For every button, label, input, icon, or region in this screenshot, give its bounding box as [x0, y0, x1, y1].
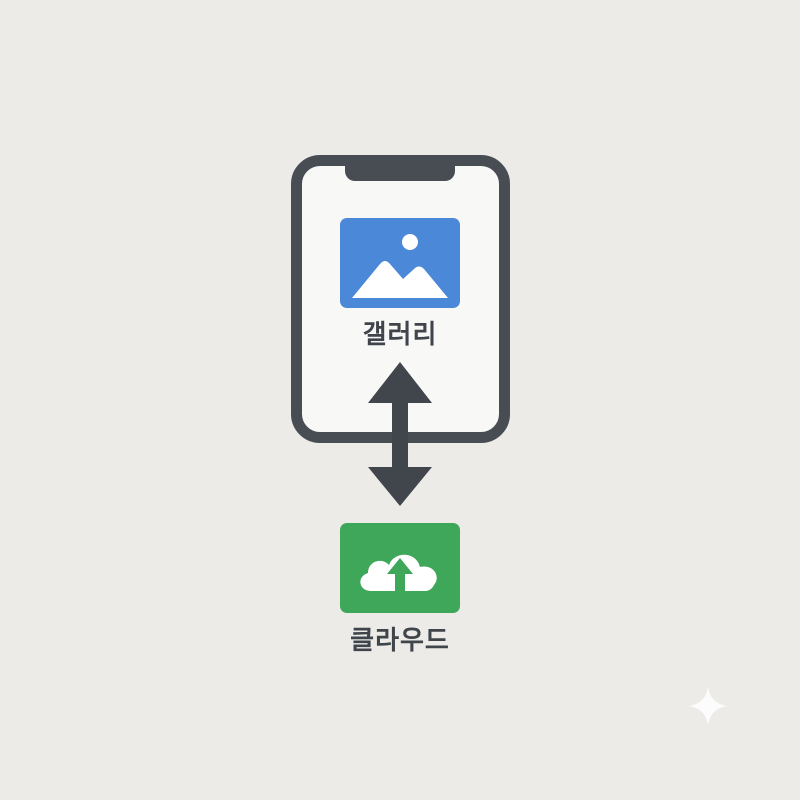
sync-arrow-icon [368, 362, 432, 506]
phone-notch [345, 160, 455, 181]
cloud-upload-icon[interactable] [340, 523, 460, 613]
sparkle-icon [688, 686, 728, 726]
gallery-label: 갤러리 [362, 320, 438, 350]
cloud-label: 클라우드 [350, 626, 450, 656]
gallery-image-icon[interactable] [340, 218, 460, 308]
